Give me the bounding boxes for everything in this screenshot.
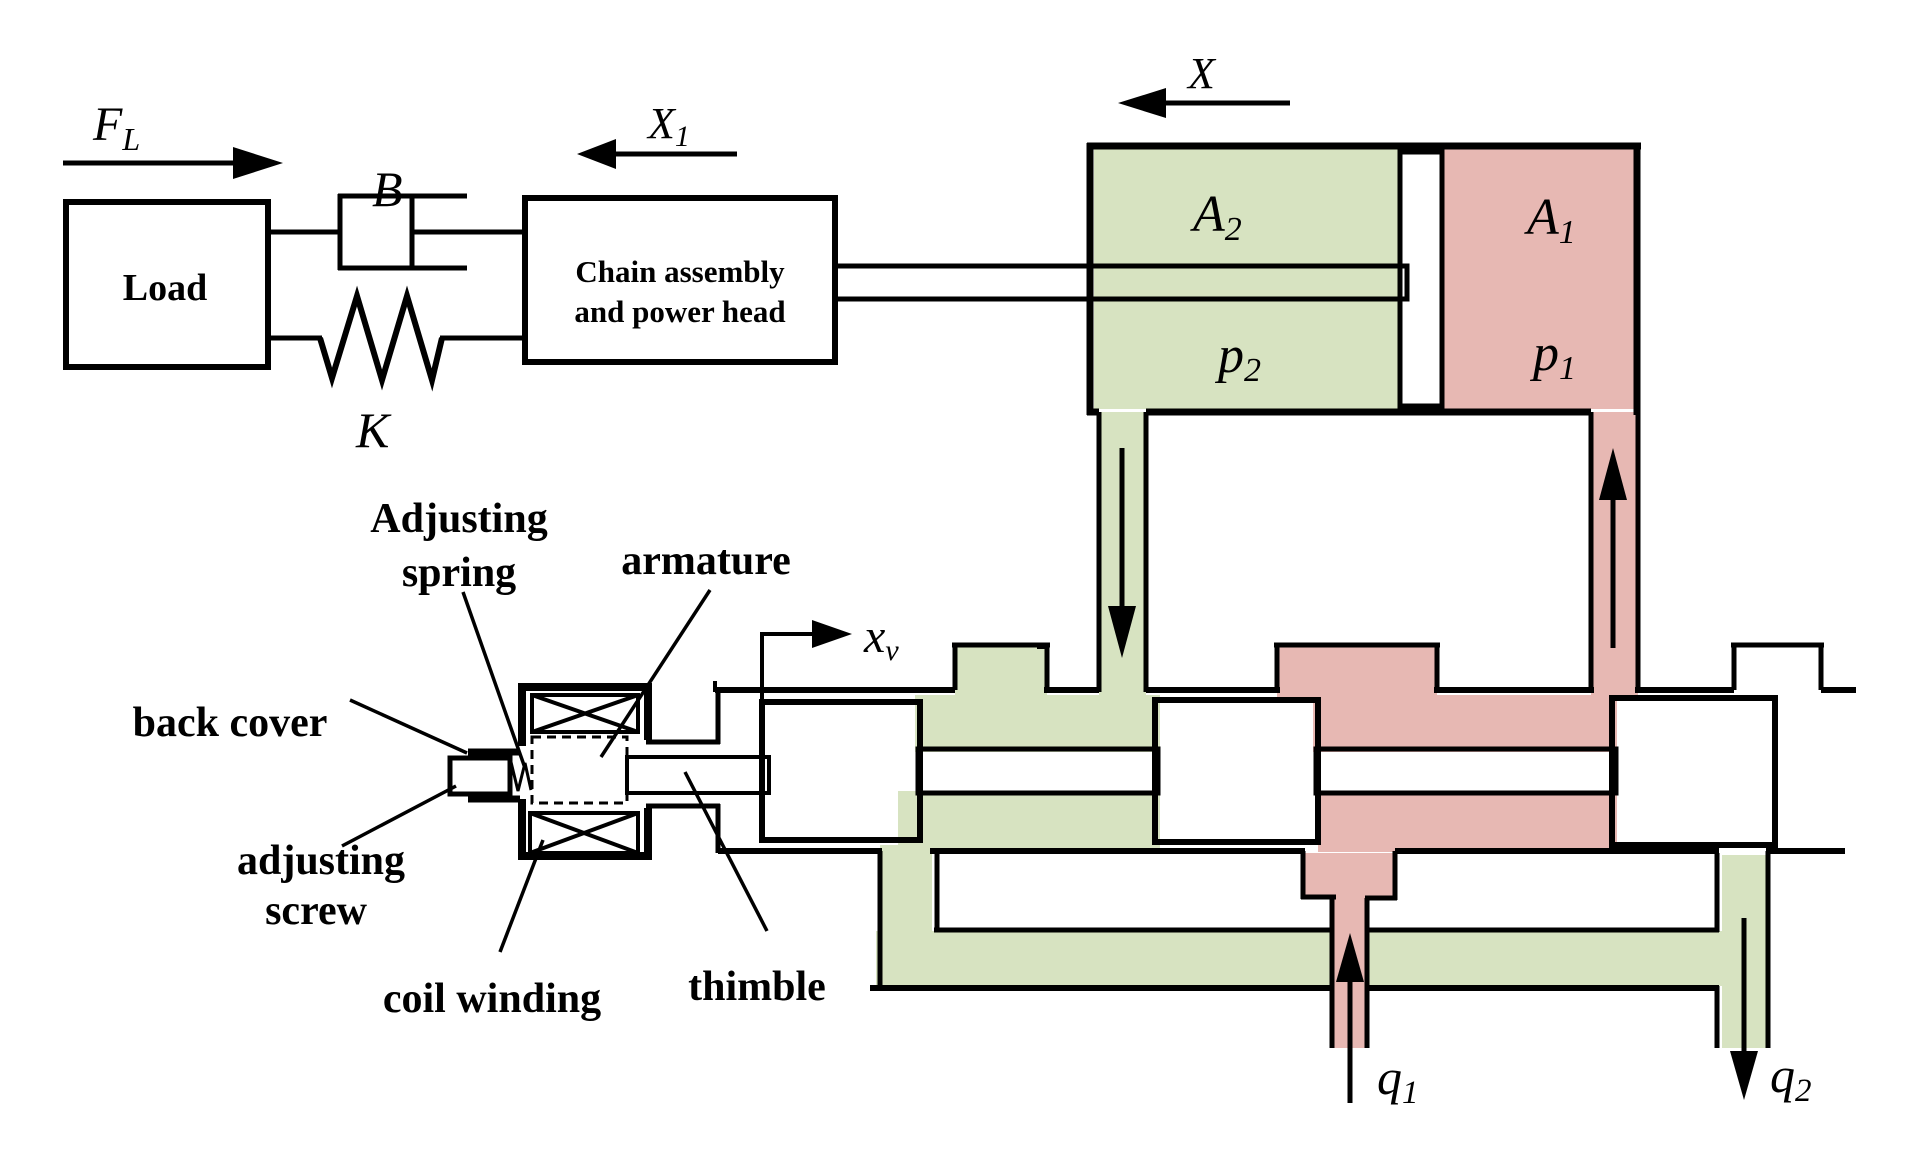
spool-rod-right bbox=[1313, 746, 1619, 796]
valve-green-upper-chamber bbox=[915, 695, 1160, 752]
spool-land-3 bbox=[1609, 695, 1778, 848]
x-arrow-head bbox=[1118, 88, 1166, 118]
label-chain-line1: Chain assembly bbox=[575, 254, 785, 289]
leader-back-cover bbox=[349, 698, 468, 755]
label-q1: q1 bbox=[1377, 1049, 1419, 1111]
green-channel-left bbox=[876, 931, 1334, 986]
coil-winding-bottom bbox=[528, 811, 640, 855]
label-adjusting-spring-1: Adjusting bbox=[370, 496, 547, 542]
green-channel-right bbox=[1365, 931, 1722, 986]
flow-arrows bbox=[1108, 448, 1758, 1103]
spool-land-2 bbox=[1152, 697, 1321, 845]
leader-coil-winding bbox=[498, 839, 545, 953]
label-coil-winding: coil winding bbox=[383, 976, 601, 1022]
red-flow-arrow-head bbox=[1599, 448, 1627, 500]
text-labels: FL Load B K Chain assembly and power hea… bbox=[92, 49, 1812, 1111]
load-and-linkage bbox=[63, 88, 1290, 392]
solenoid-assembly bbox=[447, 683, 771, 860]
spool-valve-moving-parts bbox=[759, 695, 1778, 848]
valve-red-upper-chamber bbox=[1313, 695, 1617, 752]
label-adjusting-screw-2: screw bbox=[265, 888, 368, 934]
armature-block bbox=[530, 735, 629, 805]
label-a2: A2 bbox=[1190, 186, 1242, 248]
label-x1: X1 bbox=[646, 99, 690, 153]
piston bbox=[1397, 149, 1445, 409]
label-p1: p1 bbox=[1529, 325, 1576, 387]
xv-arrow-head bbox=[812, 620, 852, 648]
xv-annotation bbox=[760, 620, 852, 726]
coil-top-diag-2 bbox=[531, 693, 639, 734]
thimble-rod bbox=[625, 755, 771, 795]
label-b: B bbox=[372, 161, 403, 217]
label-p2: p2 bbox=[1214, 327, 1261, 389]
valve-red-lower-chamber bbox=[1318, 791, 1617, 852]
q2-arrow-head bbox=[1730, 1051, 1758, 1100]
fluid-regions bbox=[876, 149, 1768, 1048]
x1-arrow-head bbox=[577, 139, 616, 169]
label-q2: q2 bbox=[1770, 1047, 1812, 1109]
red-supply-wide bbox=[1303, 853, 1395, 898]
label-armature: armature bbox=[621, 538, 791, 584]
label-adjusting-screw-1: adjusting bbox=[237, 838, 405, 884]
leader-lines bbox=[341, 589, 769, 953]
valve-housing bbox=[646, 642, 1856, 1048]
leader-thimble bbox=[683, 771, 769, 932]
coil-winding-top bbox=[530, 693, 640, 734]
label-fl: FL bbox=[92, 98, 140, 157]
valve-red-port-bump bbox=[1277, 645, 1437, 697]
valve-green-port-bump bbox=[955, 645, 1047, 697]
leader-adjusting-screw bbox=[341, 784, 457, 848]
green-flow-arrow-head bbox=[1108, 606, 1136, 658]
coil-bottom-diag-2 bbox=[529, 811, 639, 855]
label-adjusting-spring-2: spring bbox=[402, 550, 516, 596]
leader-adjusting-spring bbox=[461, 591, 527, 769]
label-xv: xv bbox=[863, 610, 899, 667]
label-chain-line2: and power head bbox=[574, 294, 785, 329]
hydraulic-cylinder bbox=[832, 142, 1641, 692]
adjusting-screw-block bbox=[447, 755, 513, 797]
spring-zigzag bbox=[317, 285, 445, 392]
chain-assembly-box bbox=[522, 195, 838, 365]
label-load: Load bbox=[123, 267, 207, 309]
valve-green-lower-chamber bbox=[898, 791, 1160, 852]
load-box bbox=[63, 199, 271, 370]
leader-armature bbox=[599, 589, 712, 758]
chamber-a1-red bbox=[1441, 149, 1634, 409]
label-a1: A1 bbox=[1524, 189, 1576, 251]
chamber-a2-green bbox=[1094, 149, 1400, 409]
adjusting-spring-zigzag bbox=[509, 761, 533, 792]
fl-arrow-head bbox=[233, 147, 283, 179]
label-thimble: thimble bbox=[688, 964, 826, 1010]
label-back-cover: back cover bbox=[133, 700, 328, 746]
spool-land-1 bbox=[759, 699, 923, 843]
label-k: K bbox=[355, 402, 392, 458]
q1-arrow-head bbox=[1336, 933, 1364, 982]
spool-rod-left bbox=[915, 746, 1161, 796]
label-x: X bbox=[1186, 49, 1217, 98]
